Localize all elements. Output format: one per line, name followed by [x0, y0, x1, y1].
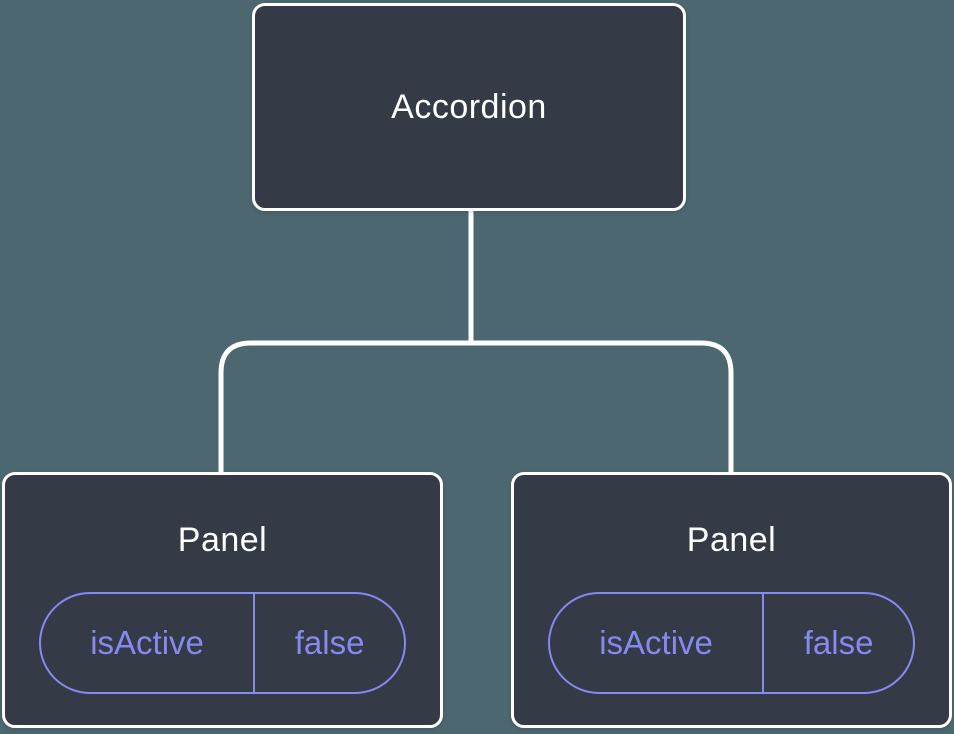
accordion-node-label: Accordion [391, 87, 547, 126]
accordion-node: Accordion [252, 3, 686, 211]
panel-node-label: Panel [686, 521, 777, 559]
connector-bracket [218, 340, 734, 474]
panel-node-label: Panel [177, 521, 268, 559]
state-key: isActive [41, 594, 256, 692]
state-pill: isActive false [548, 592, 915, 694]
panel-node-left: Panel isActive false [2, 472, 443, 728]
state-pill: isActive false [39, 592, 406, 694]
state-key: isActive [550, 594, 765, 692]
state-value: false [294, 624, 365, 661]
state-value: false [803, 624, 874, 661]
panel-node-right: Panel isActive false [511, 472, 952, 728]
